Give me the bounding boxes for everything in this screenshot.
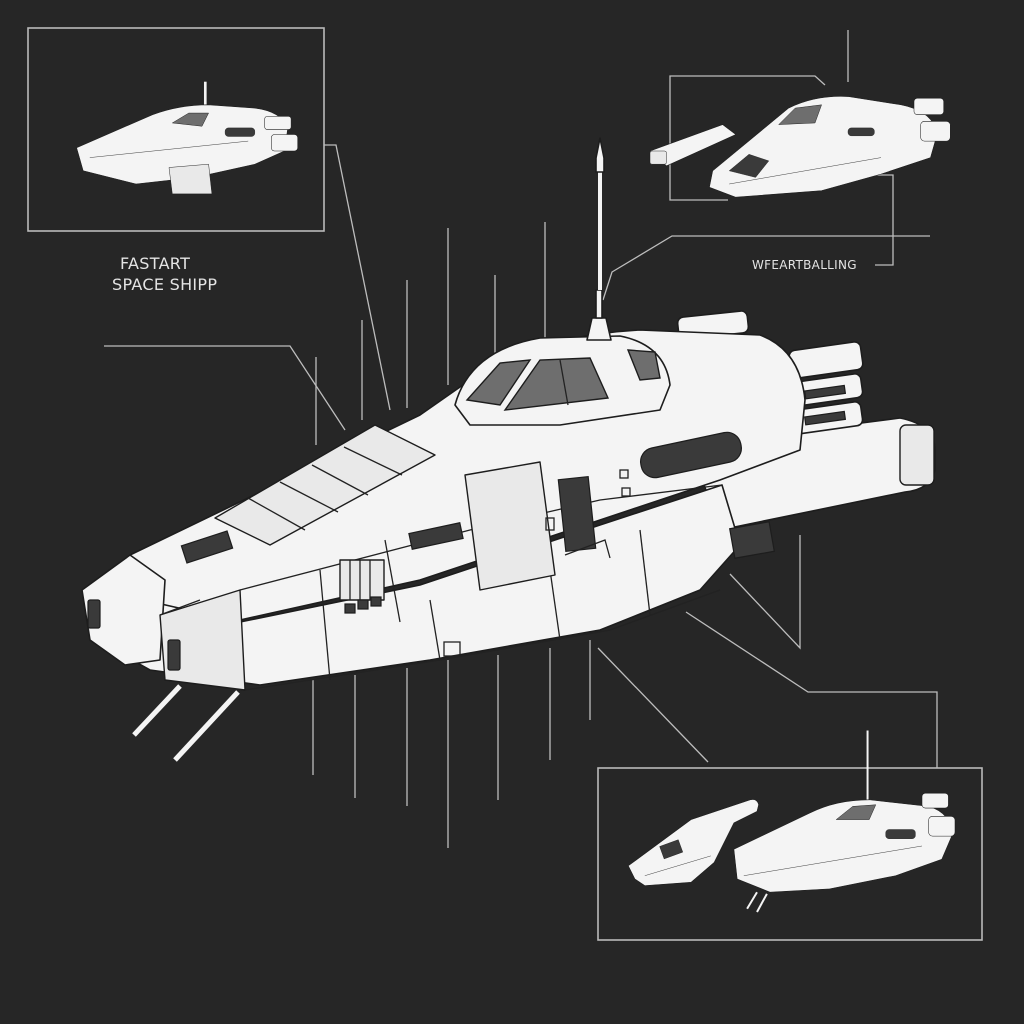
title-line-2: SPACE SHIPP xyxy=(112,275,218,294)
inset-frame-top-left xyxy=(27,27,325,232)
title-line-1: FASTART xyxy=(120,254,191,273)
main-ship-illustration xyxy=(81,137,936,762)
antenna-icon xyxy=(586,137,612,341)
cockpit-icon xyxy=(454,335,671,426)
inset-frame-bottom-right xyxy=(597,767,983,941)
inset-ship-top-right xyxy=(649,96,951,198)
probe-icons xyxy=(132,684,240,762)
roof-panels xyxy=(180,424,436,564)
inset-ship-top-left xyxy=(76,81,298,195)
ship-title-label: FASTART SPACE SHIPP xyxy=(112,253,217,295)
callout-label: WFEARTBALLING xyxy=(752,258,857,272)
inset-ship-bottom-right xyxy=(628,730,956,913)
